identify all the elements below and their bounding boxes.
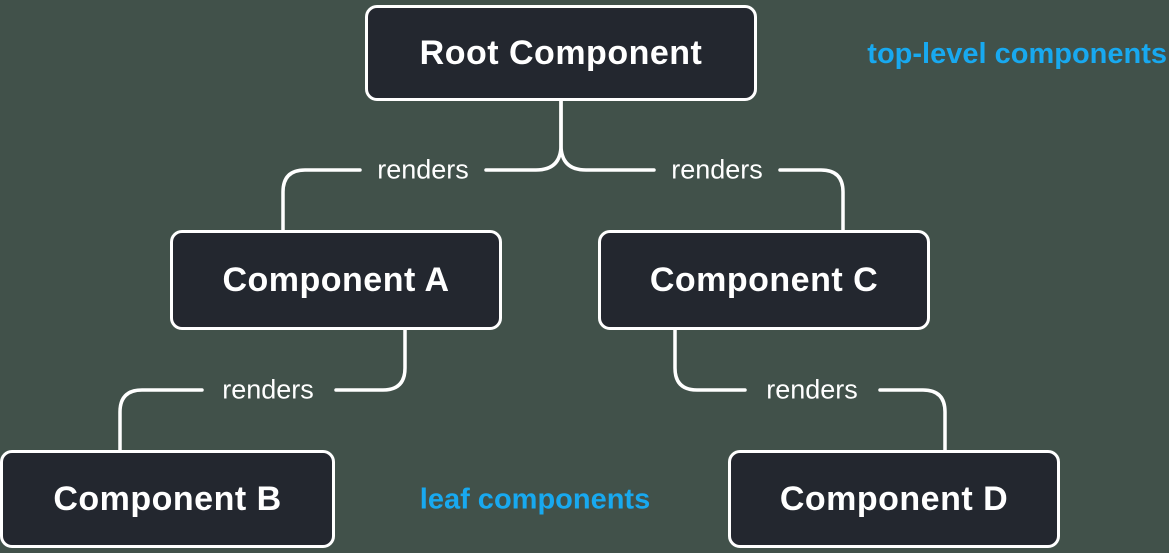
node-component-a: Component A [170, 230, 502, 330]
node-root-component: Root Component [365, 5, 757, 101]
edge-root-a-segment-2 [281, 168, 362, 232]
node-component-b-label: Component B [53, 479, 282, 518]
node-component-c-label: Component C [649, 260, 879, 299]
edge-label-renders-root-a: renders [377, 154, 469, 185]
edge-root-c-segment-2 [778, 168, 845, 232]
edge-c-d-segment-1 [673, 328, 747, 392]
edge-a-b-segment-2 [118, 388, 204, 452]
edge-root-c-segment-1 [559, 99, 656, 172]
node-root-component-label: Root Component [419, 33, 703, 72]
node-component-a-label: Component A [222, 260, 450, 299]
edge-label-renders-root-c: renders [671, 154, 763, 185]
node-component-b: Component B [0, 450, 335, 548]
node-component-d-label: Component D [779, 479, 1009, 518]
edge-root-a-segment-1 [484, 99, 563, 172]
edge-label-renders-a-b: renders [222, 374, 314, 405]
annotation-leaf-components: leaf components [419, 483, 651, 516]
node-component-d: Component D [728, 450, 1060, 548]
edge-a-b-segment-1 [334, 328, 407, 392]
edge-label-renders-c-d: renders [766, 374, 858, 405]
node-component-c: Component C [598, 230, 930, 330]
annotation-top-level-components: top-level components [867, 38, 1167, 70]
edge-c-d-segment-2 [878, 388, 947, 452]
